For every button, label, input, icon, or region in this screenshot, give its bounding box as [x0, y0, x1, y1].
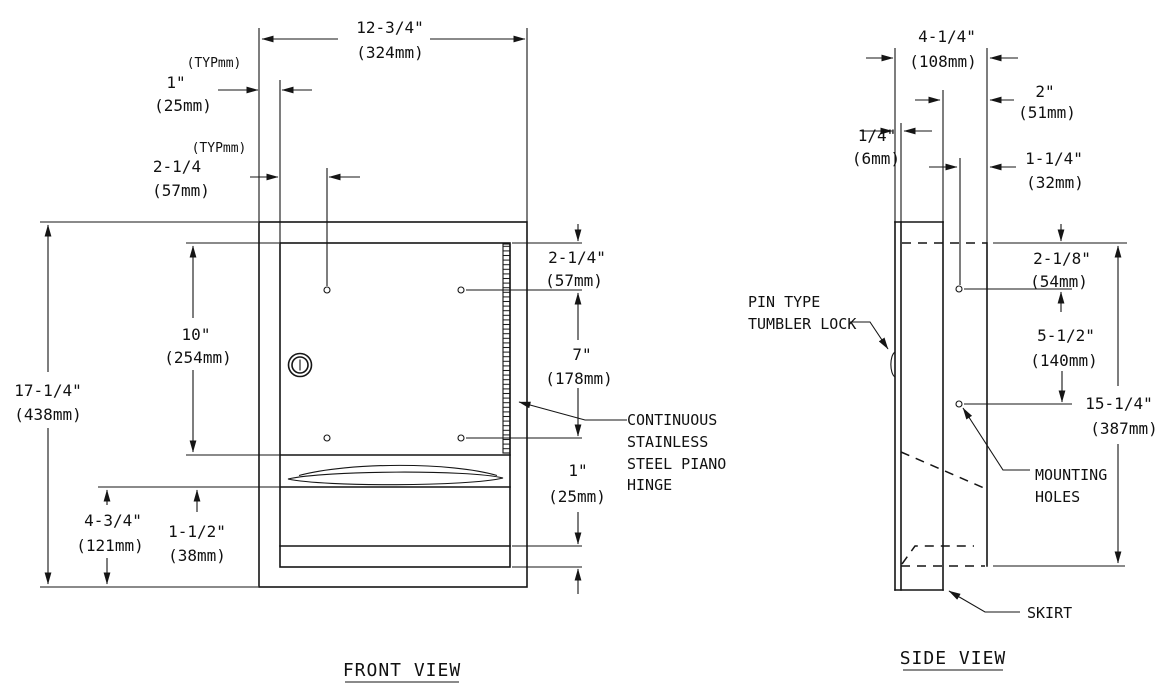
front-view-title: FRONT VIEW — [343, 660, 461, 681]
hinge-leader-line — [518, 401, 627, 421]
skirt-leader-line — [948, 590, 1020, 613]
dim-side-hole-span-mm: (140mm) — [1030, 351, 1097, 370]
side-view-outline — [894, 221, 988, 591]
dim-side-panel-mm: (6mm) — [852, 149, 900, 168]
dim-front-band-in: 1" — [568, 461, 587, 480]
dim-front-hole-top-mm: (57mm) — [545, 271, 603, 290]
lock-bump-side — [890, 351, 896, 378]
skirt-note: SKIRT — [1027, 604, 1072, 622]
dim-front-skirt-mm: (121mm) — [76, 536, 143, 555]
dim-side-hole-span-in: 5-1/2" — [1037, 326, 1095, 345]
dim-front-door-height-mm: (254mm) — [164, 348, 231, 367]
dim-front-band-mm: (25mm) — [548, 487, 606, 506]
towel-slot — [287, 464, 504, 486]
mounting-holes-note-line2: HOLES — [1035, 488, 1080, 506]
hinge-note-line4: HINGE — [627, 476, 672, 494]
mounting-holes-leader-line — [962, 407, 1030, 471]
dim-side-hole-depth-mm: (32mm) — [1026, 173, 1084, 192]
dim-side-depth-mm: (108mm) — [909, 52, 976, 71]
side-view-title: SIDE VIEW — [900, 648, 1007, 669]
dim-front-width-mm: (324mm) — [356, 43, 423, 62]
mounting-holes-note-line1: MOUNTING — [1035, 466, 1107, 484]
hinge-note-line2: STAINLESS — [627, 433, 708, 451]
dim-front-slot-mm: (38mm) — [168, 546, 226, 565]
dim-front-height-mm: (438mm) — [14, 405, 81, 424]
dim-front-hole-span-mm: (178mm) — [545, 369, 612, 388]
dim-front-inset-in: 1" — [166, 73, 185, 92]
mounting-holes-side — [955, 285, 963, 408]
lock-note-line2: TUMBLER LOCK — [748, 315, 856, 333]
front-view-dimension-lines — [40, 28, 582, 594]
lock-leader-line — [850, 321, 889, 350]
side-view-dimension-lines — [861, 48, 1127, 567]
dim-front-skirt-in: 4-3/4" — [84, 511, 142, 530]
tumbler-lock-front — [287, 352, 313, 378]
dim-front-hole-inset-typ: (TYPmm) — [192, 141, 247, 156]
dim-front-inset-typ: (TYPmm) — [187, 56, 242, 71]
dim-side-hole-depth-in: 1-1/4" — [1025, 149, 1083, 168]
mounting-holes-front — [323, 286, 465, 442]
dim-side-recess-in: 15-1/4" — [1085, 394, 1152, 413]
front-view-outline — [258, 221, 528, 588]
lock-note-line1: PIN TYPE — [748, 293, 820, 311]
dim-side-projection-in: 2" — [1035, 82, 1054, 101]
dim-front-hole-top-in: 2-1/4" — [548, 248, 606, 267]
dim-side-depth-in: 4-1/4" — [918, 27, 976, 46]
dim-front-slot-in: 1-1/2" — [168, 522, 226, 541]
dim-front-width-in: 12-3/4" — [356, 18, 423, 37]
dim-front-hole-span-in: 7" — [572, 345, 591, 364]
dim-side-panel-in: 1/4" — [858, 126, 897, 145]
dim-front-inset-mm: (25mm) — [154, 96, 212, 115]
dim-front-hole-inset-mm: (57mm) — [152, 181, 210, 200]
hinge-note-line1: CONTINUOUS — [627, 411, 717, 429]
dim-side-hole-top-in: 2-1/8" — [1033, 249, 1091, 268]
dim-front-height-in: 17-1/4" — [14, 381, 81, 400]
dim-front-hole-inset-in: 2-1/4 — [153, 157, 201, 176]
dim-front-door-height-in: 10" — [182, 325, 211, 344]
dim-side-recess-mm: (387mm) — [1090, 419, 1157, 438]
dim-side-projection-mm: (51mm) — [1018, 103, 1076, 122]
dim-side-hole-top-mm: (54mm) — [1030, 272, 1088, 291]
piano-hinge-strip — [502, 243, 511, 454]
hinge-note-line3: STEEL PIANO — [627, 455, 726, 473]
